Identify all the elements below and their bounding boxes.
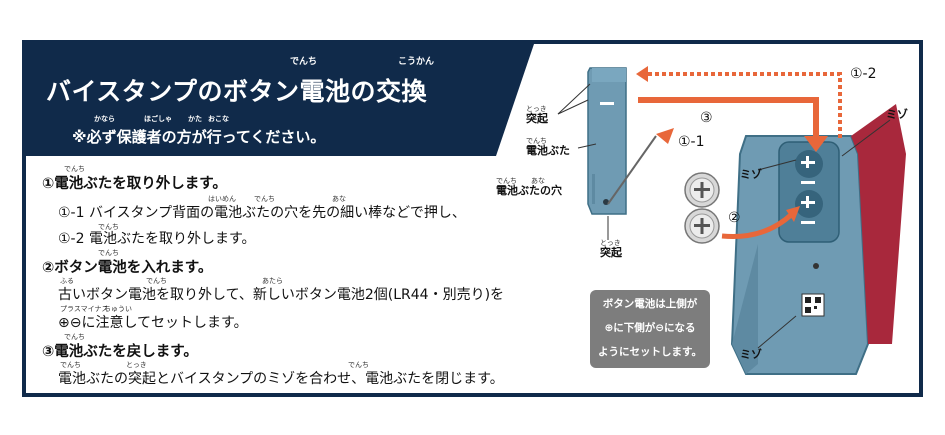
label-cover-hole: 電池ぶたの穴 — [496, 184, 562, 197]
label-step-3: ③ — [700, 110, 713, 126]
coin-battery-bottom — [684, 208, 720, 244]
step-ruby: あな — [332, 195, 346, 203]
label-step-1-1: ①-1 — [678, 134, 705, 150]
arrow-step-2 — [721, 212, 794, 240]
battery-cover — [587, 67, 627, 215]
step-ruby: あたら — [262, 277, 283, 285]
label-ruby: でんち あな — [496, 177, 545, 185]
arrow-step-3 — [638, 97, 819, 140]
leader-tokki-top — [557, 83, 591, 115]
diagram-illustration — [557, 66, 906, 375]
bystamp-device — [730, 104, 906, 375]
step-ruby: とっき — [126, 361, 147, 369]
leader-tokki-top-2 — [557, 99, 589, 115]
step-3-text: 電池ぶたの突起とバイスタンプのミゾを合わせ、電池ぶたを閉じます。 — [58, 371, 504, 387]
header-banner: でんち こうかん バイスタンプのボタン電池の交換 かなら ほごしゃ かた おこな… — [26, 44, 496, 156]
step-ruby: でんち — [64, 333, 85, 341]
step-ruby: でんち — [60, 361, 81, 369]
label-protrusion-bottom: 突起 — [600, 246, 622, 259]
step-1-1-text: ①-1 バイスタンプ背面の電池ぶたの穴を先の細い棒などで押し、 — [58, 205, 466, 221]
label-step-2: ② — [728, 210, 741, 226]
step-2-text-2: ⊕⊖に注意してセットします。 — [58, 315, 248, 331]
label-groove-left: ミゾ — [740, 168, 762, 181]
info-line-1: ボタン電池は上側が — [602, 298, 698, 310]
push-stick — [607, 135, 657, 205]
label-battery-cover: 電池ぶた — [526, 144, 570, 157]
notice-ruby-kanara: かなら — [94, 115, 115, 123]
label-ruby: とっき — [600, 239, 621, 247]
step-ruby: でんち — [98, 223, 119, 231]
arrow-step-1-2 — [644, 72, 842, 138]
step-ruby: ちゅうい — [104, 305, 132, 313]
notice-ruby-okona: おこな — [208, 115, 229, 123]
label-ruby: とっき — [526, 105, 547, 113]
leader-mizo-bottom — [757, 315, 797, 349]
leader-mizo-right — [841, 119, 891, 157]
leader-denchibuta — [577, 143, 597, 149]
arrow-step-3-head — [804, 136, 828, 152]
arrow-step-1-2-head — [636, 66, 648, 82]
step-ruby: ふる — [60, 277, 74, 285]
step-ruby: でんち — [64, 165, 85, 173]
battery-orientation-note: ボタン電池は上側が ⊕に下側が⊖になる ようにセットします。 — [590, 290, 710, 368]
step-2-heading: ②ボタン電池を入れます。 — [42, 260, 213, 276]
arrow-step-2-head — [786, 206, 800, 222]
guardian-notice: ※必ず保護者の方が行ってください。 — [72, 128, 326, 146]
battery-instruction-card: でんち こうかん バイスタンプのボタン電池の交換 かなら ほごしゃ かた おこな… — [22, 40, 923, 397]
notice-ruby-hogosha: ほごしゃ — [144, 115, 172, 123]
step-ruby: でんち — [254, 195, 275, 203]
info-line-3: ようにセットします。 — [598, 346, 702, 358]
step-ruby: はいめん — [208, 195, 236, 203]
step-1-2-text: ①-2 電池ぶたを取り外します。 — [58, 231, 256, 247]
step-2-text-1: 古いボタン電池を取り外して、新しいボタン電池2個(LR44・別売り)を — [58, 287, 505, 303]
label-ruby: でんち — [526, 137, 547, 145]
step-ruby: プラスマイナス — [60, 305, 109, 313]
step-1-heading: ①電池ぶたを取り外します。 — [42, 176, 227, 192]
step-ruby: でんち — [98, 249, 119, 257]
label-groove-bottom: ミゾ — [740, 348, 762, 361]
step-ruby: でんち — [146, 277, 167, 285]
coin-battery-top — [684, 172, 720, 208]
page-title: バイスタンプのボタン電池の交換 — [46, 77, 428, 106]
step-3-heading: ③電池ぶたを戻します。 — [42, 344, 198, 360]
banner-slant — [496, 44, 534, 156]
label-protrusion-top: 突起 — [526, 112, 548, 125]
notice-ruby-kata: かた — [188, 115, 202, 123]
label-step-1-2: ①-2 — [850, 66, 877, 82]
label-groove-right: ミゾ — [886, 108, 908, 121]
leader-mizo-left — [757, 159, 797, 171]
battery-diagram: とっき 突起 でんち 電池ぶた でんち あな 電池ぶたの穴 とっき 突起 ①-1… — [496, 44, 919, 393]
title-ruby-denchi: でんち — [290, 57, 318, 67]
arrow-step-1-1 — [656, 128, 674, 144]
title-ruby-koukan: こうかん — [398, 57, 435, 67]
step-ruby: でんち — [348, 361, 369, 369]
info-line-2: ⊕に下側が⊖になる — [604, 322, 696, 334]
